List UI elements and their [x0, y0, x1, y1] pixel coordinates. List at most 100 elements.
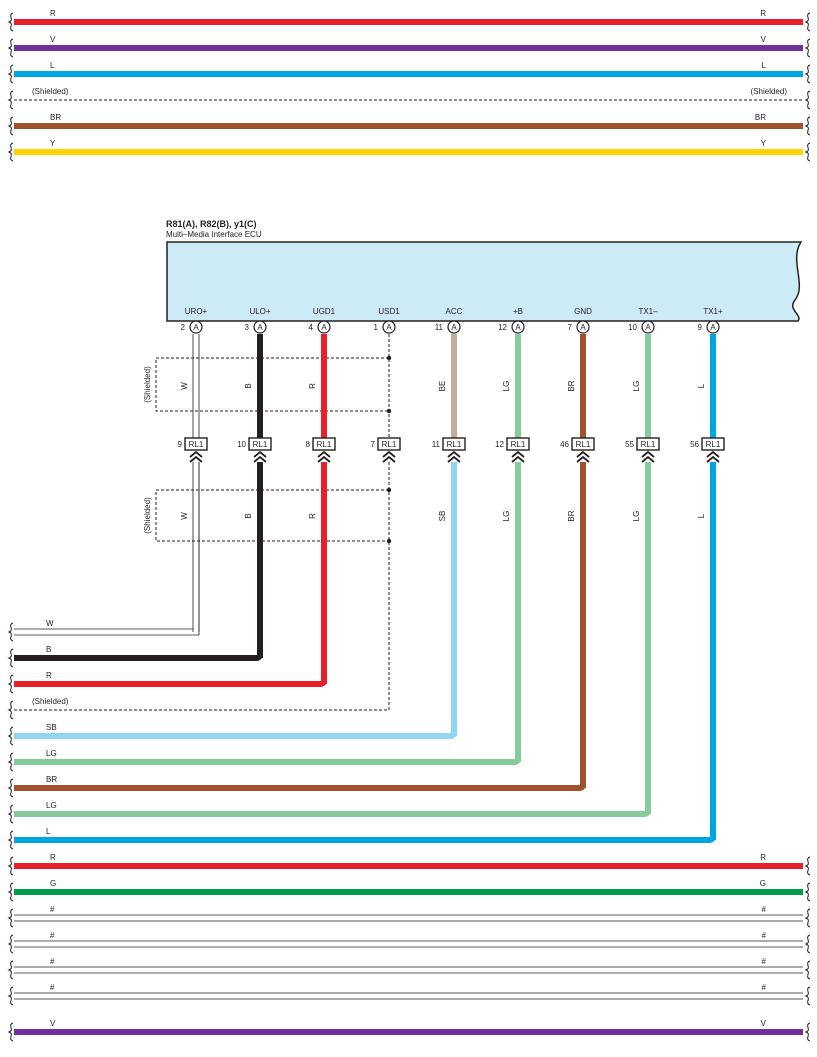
pin-label: +B: [513, 307, 523, 316]
wire-code-upper: W: [180, 382, 189, 390]
bottom-wire-2: ##: [7, 905, 811, 928]
wire-code-upper: B: [244, 383, 253, 388]
wire-break-left: [7, 64, 14, 84]
wire-break-left: [7, 882, 14, 902]
connector-circle: [576, 320, 590, 334]
wire-break-right: [804, 38, 811, 58]
top-wire-3: (Shielded)(Shielded): [7, 87, 811, 110]
pin-label: TX1–: [638, 307, 658, 316]
pin-number: 3: [245, 323, 250, 332]
wire-break-right: [804, 856, 811, 876]
wire-code-right: #: [762, 931, 767, 940]
in-line-connector-chevron: [382, 450, 396, 463]
bottom-wire-4: ##: [7, 957, 811, 980]
wire-code-upper: LG: [502, 381, 511, 392]
wire-break-left: [7, 830, 14, 850]
wire-break-left: [7, 648, 14, 668]
pin-label: TX1+: [703, 307, 723, 316]
connector-letter: A: [451, 323, 457, 332]
wire-code: R: [46, 671, 52, 680]
wire-break-left: [7, 960, 14, 980]
connector-letter: A: [386, 323, 392, 332]
wire-break-left: [7, 142, 14, 162]
wire-break-left: [7, 726, 14, 746]
in-line-connector-chevron: [511, 450, 525, 463]
junction-pin-number: 8: [306, 440, 311, 449]
wire-core: [14, 679, 327, 687]
wire-code-left: #: [50, 931, 55, 940]
wire-break-left: [7, 778, 14, 798]
junction-box: [571, 437, 595, 451]
wire-code-left: #: [50, 983, 55, 992]
wire-break-left: [7, 38, 14, 58]
pin-number: 1: [374, 323, 379, 332]
wire-code-left: L: [50, 61, 55, 70]
wire-break-left: [7, 700, 14, 720]
wire-break-left: [7, 934, 14, 954]
wire-break-right: [804, 882, 811, 902]
wire-code-left: (Shielded): [32, 87, 69, 96]
connector-circle: [189, 320, 203, 334]
in-line-connector-chevron: [447, 450, 461, 463]
wire-code-right: R: [760, 9, 766, 18]
wire-code-right: #: [762, 957, 767, 966]
wire-break-left: [7, 908, 14, 928]
junction-label: RL1: [706, 440, 721, 449]
connector-circle: [447, 320, 461, 334]
bottom-wire-5: ##: [7, 983, 811, 1006]
wire-break-right: [804, 142, 811, 162]
junction-pin-number: 56: [690, 440, 699, 449]
wire-code-right: V: [761, 1019, 767, 1028]
wire-break-right: [804, 116, 811, 136]
pin-label: UGD1: [313, 307, 336, 316]
wire-code-left: V: [50, 35, 56, 44]
wire-code-right: V: [761, 35, 767, 44]
junction-pin-number: 46: [560, 440, 569, 449]
wire-code: BR: [46, 775, 57, 784]
bus-wire-5: LG: [7, 749, 521, 772]
in-line-connector-chevron: [253, 450, 267, 463]
wire-code: (Shielded): [32, 697, 69, 706]
junction-box: [184, 437, 208, 451]
wire-break-right: [804, 12, 811, 32]
junction-box: [442, 437, 466, 451]
shield-outline: [155, 357, 389, 412]
junction-label: RL1: [576, 440, 591, 449]
in-line-connector-chevron: [641, 450, 655, 463]
wire-code-right: BR: [755, 113, 766, 122]
wire-core: [14, 783, 586, 791]
wire-code: L: [46, 827, 51, 836]
wire-break-right: [804, 960, 811, 980]
wire-break-left: [7, 90, 14, 110]
junction-box: [506, 437, 530, 451]
bus-wire-3: (Shielded): [7, 697, 389, 720]
pin-number: 2: [181, 323, 186, 332]
connector-circle: [253, 320, 267, 334]
wire-code-right: G: [760, 879, 766, 888]
wire-code-right: #: [762, 983, 767, 992]
wire-code-lower: W: [180, 512, 189, 520]
wire-code: SB: [46, 723, 57, 732]
junction-label: RL1: [511, 440, 526, 449]
junction-label: RL1: [641, 440, 656, 449]
wire-code-right: #: [762, 905, 767, 914]
wire-code-upper: LG: [632, 381, 641, 392]
connector-letter: A: [515, 323, 521, 332]
connector-letter: A: [257, 323, 263, 332]
wire-code-lower: R: [308, 513, 317, 519]
junction-box: [248, 437, 272, 451]
wire-break-left: [7, 804, 14, 824]
wire-code-lower: B: [244, 513, 253, 518]
connector-letter: A: [710, 323, 716, 332]
junction-pin-number: 11: [432, 440, 441, 449]
